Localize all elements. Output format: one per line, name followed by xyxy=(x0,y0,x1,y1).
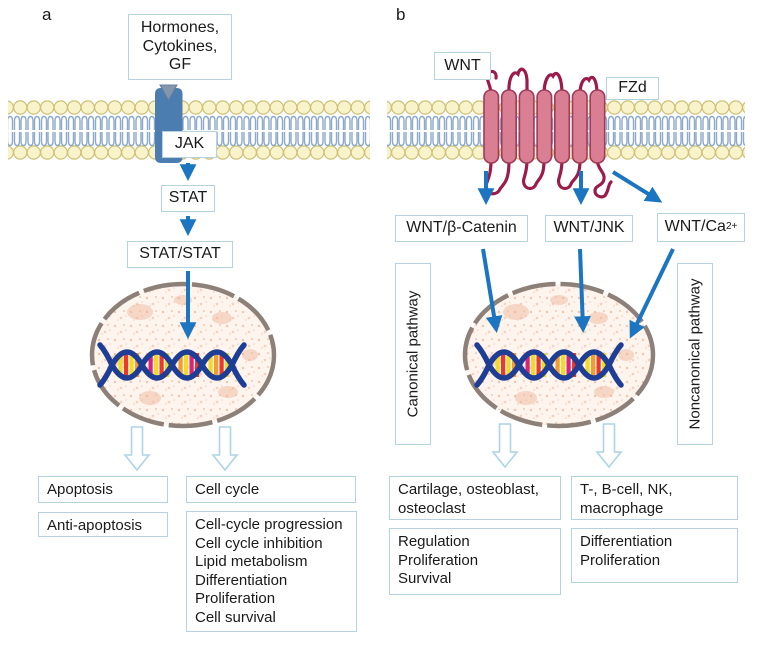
apoptosis-box: Apoptosis xyxy=(38,476,168,503)
panel-a-label: a xyxy=(42,5,52,24)
ligand-box-hormones: Hormones, Cytokines, GF xyxy=(128,14,232,80)
arrow-catenin-to-nucleus xyxy=(481,248,503,333)
pathway-ca-label: WNT/Ca xyxy=(664,218,726,236)
fzd-box: FZd xyxy=(606,77,659,100)
arrow-jnk-to-nucleus xyxy=(574,248,591,334)
ligand-arrowhead-icon xyxy=(159,84,178,102)
differentiation-box: Differentiation Proliferation xyxy=(571,528,738,583)
wnt-box: WNT xyxy=(434,52,491,80)
dna-helix-b xyxy=(474,342,624,388)
fzd-receptor xyxy=(483,67,613,199)
jak-box: JAK xyxy=(162,131,217,158)
hollow-arrow-noncanonical-outcome xyxy=(595,423,623,469)
dna-helix-a xyxy=(97,342,247,388)
arrow-fzd-to-ca xyxy=(611,170,663,203)
noncanonical-pathway-label: Noncanonical pathway xyxy=(686,278,704,430)
stat-box: STAT xyxy=(161,185,215,212)
regulation-box: Regulation Proliferation Survival xyxy=(389,528,561,595)
canonical-pathway-box: Canonical pathway xyxy=(395,263,431,445)
cell-cycle-list-box: Cell-cycle progression Cell cycle inhibi… xyxy=(186,511,357,632)
pathway-jnk-box: WNT/JNK xyxy=(545,215,633,242)
fzd-c-terminus xyxy=(593,158,613,199)
hollow-arrow-apoptosis xyxy=(123,426,151,472)
cartilage-box: Cartilage, osteoblast, osteoclast xyxy=(389,476,561,520)
pathway-catenin-box: WNT/β-Catenin xyxy=(395,215,528,242)
immune-cells-box: T-, B-cell, NK, macrophage xyxy=(571,476,738,520)
noncanonical-pathway-box: Noncanonical pathway xyxy=(677,263,713,445)
canonical-pathway-label: Canonical pathway xyxy=(404,290,422,418)
anti-apoptosis-box: Anti-apoptosis xyxy=(38,512,168,537)
panel-b-label: b xyxy=(396,5,406,24)
arrow-ca-to-nucleus xyxy=(629,248,675,339)
pathway-ca-superscript: 2+ xyxy=(725,221,738,233)
hollow-arrow-canonical-outcome xyxy=(491,423,519,469)
hollow-arrow-cell-cycle xyxy=(211,426,239,472)
cell-cycle-box: Cell cycle xyxy=(186,476,356,503)
stat-dimer-box: STAT/STAT xyxy=(127,241,233,268)
